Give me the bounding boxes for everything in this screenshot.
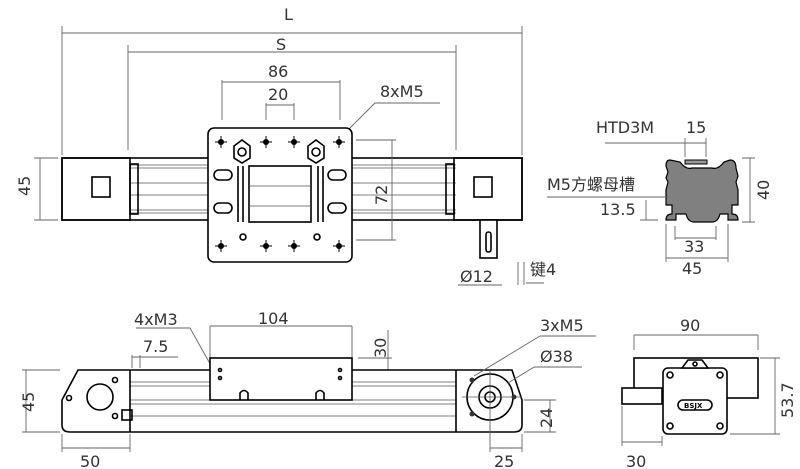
side-body — [61, 369, 523, 433]
dim-24-label: 24 — [537, 408, 556, 428]
end-shaft — [621, 387, 663, 405]
dim-50-label: 50 — [80, 452, 100, 469]
dim-86-label: 86 — [268, 62, 288, 81]
shaft-diameter-label: Ø12 — [460, 267, 493, 286]
nut-slot-label: M5方螺母槽 — [547, 175, 635, 194]
holes-3xm5-label: 3xM5 — [540, 316, 584, 335]
dim-7-5-label: 7.5 — [143, 337, 168, 356]
dim-30-end-label: 30 — [626, 452, 646, 469]
dim-13-5-label: 13.5 — [600, 200, 636, 219]
brand-logo: BSJX — [684, 402, 703, 410]
dim-45-label: 45 — [682, 259, 702, 278]
holes-8xm5-label: 8xM5 — [380, 82, 424, 101]
dim-45-side-label: 45 — [19, 392, 38, 412]
dim-30-label: 30 — [371, 338, 390, 358]
aluminum-profile — [665, 159, 739, 223]
carriage-plate — [207, 127, 353, 263]
dim-40-label: 40 — [754, 180, 773, 200]
diameter-38-label: Ø38 — [540, 347, 573, 366]
dim-104-label: 104 — [258, 309, 289, 328]
belt-label: HTD3M — [596, 118, 654, 137]
dim-33-label: 33 — [684, 237, 704, 256]
holes-4xm3-label: 4xM3 — [134, 310, 178, 329]
motor-shaft — [479, 219, 498, 259]
dim-53-7-label: 53.7 — [778, 382, 797, 418]
dim-L-label: L — [284, 5, 293, 24]
dim-90-label: 90 — [680, 316, 700, 335]
end-view: 90 BSJX 53.7 30 — [621, 316, 797, 469]
top-view: L S 86 20 8xM5 45 — [15, 5, 556, 286]
side-carriage — [209, 357, 353, 401]
profile-view: HTD3M 15 40 M5方螺母槽 13.5 33 45 — [547, 118, 773, 278]
side-view: 4xM3 104 7.5 30 3xM5 Ø38 45 24 — [19, 309, 596, 469]
dim-20-label: 20 — [268, 85, 288, 104]
dim-15-label: 15 — [686, 118, 706, 137]
key-label: 键4 — [530, 260, 556, 279]
mounting-holes — [215, 136, 345, 252]
dim-72-label: 72 — [372, 185, 391, 205]
dim-S-label: S — [276, 35, 286, 54]
dim-25-label: 25 — [494, 452, 514, 469]
dim-45-label: 45 — [15, 176, 34, 196]
